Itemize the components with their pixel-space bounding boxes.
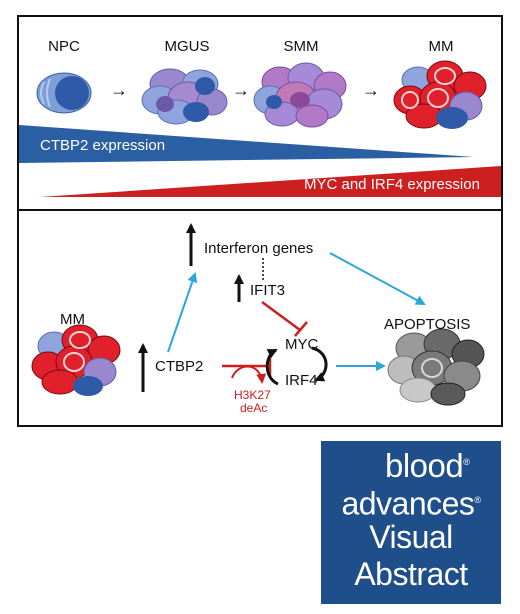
mm-cells-icon-top (393, 60, 487, 129)
smm-cells-icon (253, 62, 347, 128)
myc-label: MYC (285, 336, 319, 353)
ctbp2-expression-wedge (19, 125, 474, 163)
mm-label: MM (60, 311, 85, 328)
stage-mgus-label: MGUS (164, 38, 210, 55)
stage-npc-label: NPC (48, 38, 80, 55)
npc-cell-icon (36, 72, 92, 114)
progression-arrow-1: → (110, 80, 128, 100)
brand-visual-line: Visual (369, 519, 453, 555)
ctbp2-expression-label: CTBP2 expression (40, 137, 166, 154)
stage-smm-label: SMM (283, 38, 319, 55)
progression-panel (17, 15, 503, 211)
ctbp2-label: CTBP2 (155, 358, 204, 375)
mgus-cells-icon (141, 68, 228, 125)
myc-irf4-loop-right (311, 346, 328, 382)
ifit3-label: IFIT3 (250, 282, 286, 299)
ctbp2-to-interferon-arrow (167, 272, 198, 353)
ifit3-inhibits-myc-bar (294, 321, 308, 337)
myc-irf4-loop-left (265, 348, 279, 386)
apoptotic-cells-icon (387, 328, 485, 406)
apoptosis-label: APOPTOSIS (384, 316, 471, 333)
h3k27-deacetylation-arrow (231, 365, 267, 384)
brand-blood-line: blood® (385, 447, 470, 484)
myc-irf4-expression-wedge (40, 166, 501, 197)
interferon-genes-label: Interferon genes (204, 240, 314, 257)
myc-irf4-expression-label: MYC and IRF4 expression (304, 176, 480, 193)
mechanism-panel (17, 211, 503, 427)
ifit3-inhibits-myc-line (261, 300, 301, 332)
deac-label: deAc (240, 401, 268, 415)
progression-arrow-3: → (362, 80, 380, 100)
brand-advances-line: advances® (341, 485, 481, 522)
irf4-label: IRF4 (285, 372, 318, 389)
stage-mm-label: MM (428, 38, 454, 55)
brand-abstract-line: Abstract (354, 556, 468, 592)
progression-arrow-2: → (232, 80, 250, 100)
mm-cells-icon-bottom (31, 324, 121, 396)
blood-advances-visual-abstract-badge: blood® advances® Visual Abstract (321, 441, 501, 604)
interferon-to-apoptosis-arrow (329, 252, 426, 305)
h3k27-label: H3K27 (234, 388, 271, 402)
